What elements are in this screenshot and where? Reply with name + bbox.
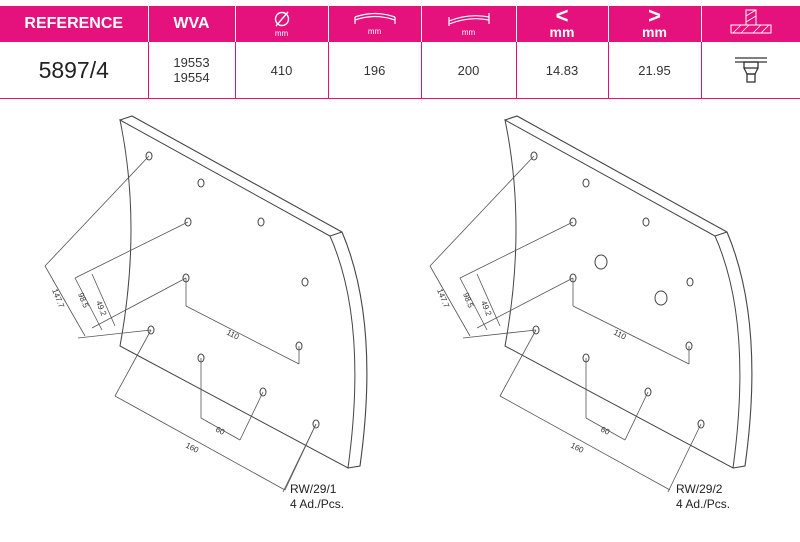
dim-98: 98.5 bbox=[76, 291, 90, 309]
min-thickness-cell: 14.83 bbox=[515, 42, 608, 99]
rivet-section-icon bbox=[730, 9, 772, 33]
lining-length-icon bbox=[447, 13, 490, 26]
drawing-right-qty: 4 Ad./Pcs. bbox=[676, 497, 731, 511]
diameter-icon bbox=[274, 11, 289, 27]
diameter-cell: 410 bbox=[234, 42, 328, 99]
dim-147: 147.7 bbox=[50, 287, 66, 309]
unit-label: mm bbox=[274, 29, 289, 38]
header-length: mm bbox=[420, 6, 516, 42]
unit-label: mm bbox=[461, 28, 476, 37]
dim-160: 160 bbox=[184, 441, 200, 455]
length-cell: 200 bbox=[420, 42, 516, 99]
lining-edge bbox=[119, 115, 368, 469]
lining-width-icon bbox=[353, 12, 396, 24]
unit-label: mm bbox=[367, 27, 382, 36]
drawing-left-caption: RW/29/1 4 Ad./Pcs. bbox=[290, 482, 344, 512]
rivet-holes bbox=[530, 151, 705, 429]
max-symbol: > bbox=[648, 3, 661, 28]
rivet-holes bbox=[145, 151, 320, 429]
header-reference: REFERENCE bbox=[0, 6, 148, 42]
dim-147: 147.7 bbox=[435, 287, 451, 309]
header-diameter: mm bbox=[234, 6, 328, 42]
header-wva: WVA bbox=[147, 6, 235, 42]
dim-98: 98.5 bbox=[461, 291, 475, 309]
unit-label: mm bbox=[549, 24, 575, 40]
unit-label: mm bbox=[642, 24, 667, 40]
min-symbol: < bbox=[555, 3, 569, 28]
header-width: mm bbox=[327, 6, 421, 42]
drawing-left-qty: 4 Ad./Pcs. bbox=[290, 497, 345, 511]
lining-outline bbox=[504, 119, 741, 469]
wva-value-1: 19553 bbox=[173, 55, 210, 70]
drawing-right-caption: RW/29/2 4 Ad./Pcs. bbox=[676, 482, 730, 512]
header-max-thickness: > mm bbox=[607, 3, 701, 42]
dim-160: 160 bbox=[569, 441, 585, 455]
spec-data-row: 5897/4 19553 19554 410 196 200 14.83 21.… bbox=[0, 42, 800, 99]
reference-cell: 5897/4 bbox=[0, 42, 148, 99]
dim-110: 110 bbox=[225, 328, 241, 342]
drawing-right-code: RW/29/2 bbox=[676, 482, 723, 496]
brake-lining-drawing-left: 110 60 160 147.7 98.5 49.2 bbox=[44, 115, 368, 493]
drawing-left-code: RW/29/1 bbox=[290, 482, 337, 496]
max-thickness-cell: 21.95 bbox=[607, 42, 701, 99]
dim-49: 49.2 bbox=[479, 299, 493, 317]
lining-edge bbox=[504, 115, 753, 469]
brake-lining-drawing-right: 110 60 160 147.7 98.5 49.2 bbox=[429, 115, 753, 493]
rivet-icon bbox=[734, 56, 767, 83]
wva-value-2: 19554 bbox=[173, 70, 210, 85]
spec-table: REFERENCE WVA mm mm bbox=[0, 3, 800, 99]
dim-49: 49.2 bbox=[94, 299, 108, 317]
header-min-thickness: < mm bbox=[515, 3, 608, 42]
dim-110: 110 bbox=[612, 328, 628, 342]
wva-cell: 19553 19554 bbox=[147, 42, 235, 99]
spec-header-row: REFERENCE WVA mm mm bbox=[0, 3, 800, 42]
rivet-cell bbox=[700, 42, 800, 99]
width-cell: 196 bbox=[327, 42, 421, 99]
reference-value: 5897/4 bbox=[38, 56, 109, 83]
header-rivet-type bbox=[700, 6, 800, 42]
